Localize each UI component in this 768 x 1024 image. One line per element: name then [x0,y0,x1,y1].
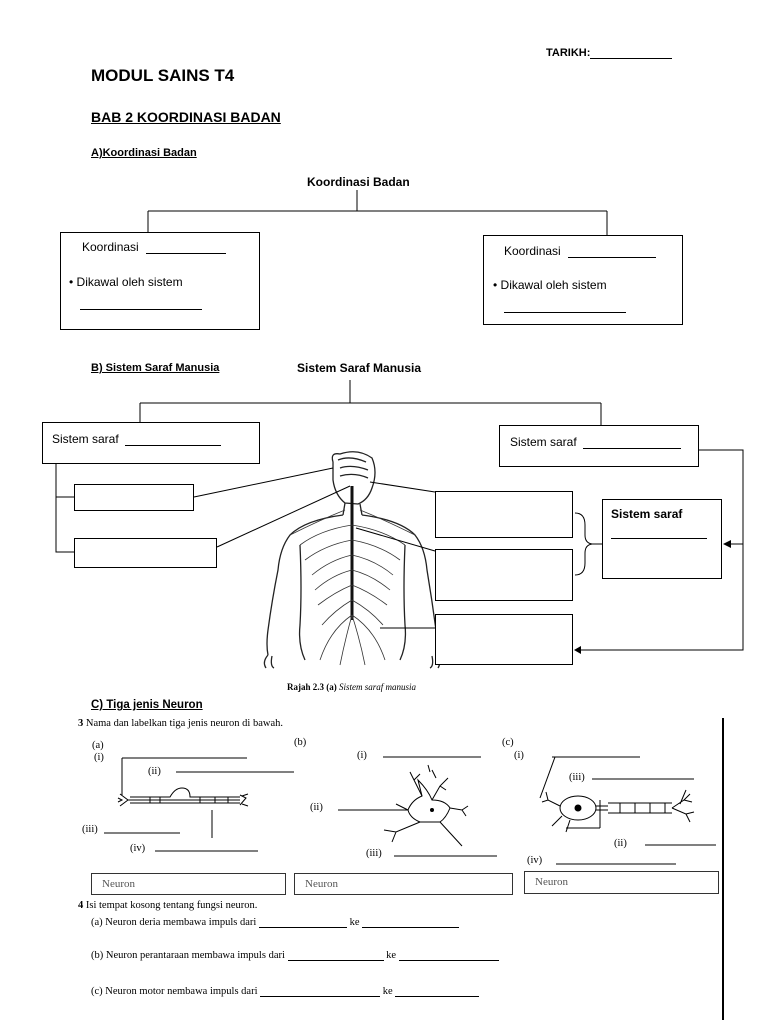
question-number: 3 [78,718,84,729]
question-text: Nama dan labelkan tiga jenis neuron di b… [85,718,283,729]
part-b-ii: (ii) [310,802,323,813]
section-c-heading: C) Tiga jenis Neuron [91,699,203,711]
question-4: 4 Isi tempat kosong tentang fungsi neuro… [78,900,257,911]
bracket-nervous-box: Sistem saraf [602,499,722,579]
q4-item-label: (c) [91,986,103,997]
part-b-i: (i) [357,750,367,761]
q4-to-blank[interactable] [398,960,499,961]
part-b-label: (b) [294,737,307,748]
q4-item-text: Neuron perantaraan membawa impuls dari [105,950,285,961]
figure-caption-text: Sistem saraf manusia [339,682,417,692]
nervous-system-blank[interactable] [583,448,682,449]
q4-item-label: (b) [91,950,104,961]
central-nervous-box: Sistem saraf [42,422,260,464]
brain-label-box[interactable] [74,484,194,511]
figure-caption-number: Rajah 2.3 (a) [287,682,337,692]
chapter-title: BAB 2 KOORDINASI BADAN [91,109,281,125]
question-number: 4 [78,900,84,911]
part-b-iii: (iii) [366,848,382,859]
neuron-answer-box-c[interactable]: Neuron [524,871,719,894]
nervous-system-blank[interactable] [125,445,222,446]
q4-item-text: Neuron motor nembawa impuls dari [105,986,258,997]
nervous-system-label: Sistem saraf [611,507,683,521]
q4-item-c: (c) Neuron motor nembawa impuls dari ke [91,986,480,997]
bullet-icon: • [69,275,74,289]
system-blank[interactable] [80,309,202,310]
q4-ke: ke [386,950,397,961]
q4-to-blank[interactable] [395,996,480,997]
q4-from-blank[interactable] [258,927,347,928]
part-a-iv: (iv) [130,843,146,854]
controlled-by-label: Dikawal oleh sistem [500,278,607,292]
q4-item-label: (a) [91,917,103,928]
module-title: MODUL SAINS T4 [91,66,235,85]
question-text: Isi tempat kosong tentang fungsi neuron. [85,900,258,911]
involuntary-coordination-box: Koordinasi • Dikawal oleh sistem [483,235,683,325]
q4-from-blank[interactable] [287,960,384,961]
coordination-blank[interactable] [146,253,227,254]
coordination-label: Koordinasi [504,244,561,258]
q4-item-a: (a) Neuron deria membawa impuls dari ke [91,917,460,928]
spinal-nerve-label-box[interactable] [435,549,573,601]
part-a-ii: (ii) [148,766,161,777]
section-a-diagram-title: Koordinasi Badan [307,175,410,189]
q4-ke: ke [349,917,360,928]
nervous-system-label: Sistem saraf [52,432,119,446]
q4-ke: ke [382,986,393,997]
date-field: TARIKH: [546,47,673,59]
q4-item-text: Neuron deria membawa impuls dari [105,917,257,928]
question-3: 3 Nama dan labelkan tiga jenis neuron di… [78,718,283,729]
neuron-answer-box-b[interactable]: Neuron [294,873,513,895]
part-a-i: (i) [94,752,104,763]
part-c-i: (i) [514,750,524,761]
coordination-blank[interactable] [568,257,657,258]
nervous-system-label: Sistem saraf [510,435,577,449]
part-c-ii: (ii) [614,838,627,849]
part-c-iv: (iv) [527,855,543,866]
bullet-icon: • [493,278,498,292]
cranial-nerve-label-box[interactable] [435,491,573,538]
controlled-by-label: Dikawal oleh sistem [76,275,183,289]
part-c-iii: (iii) [569,772,585,783]
coordination-label: Koordinasi [82,240,139,254]
voluntary-coordination-box: Koordinasi • Dikawal oleh sistem [60,232,260,330]
neuron-answer-box-a[interactable]: Neuron [91,873,286,895]
q4-from-blank[interactable] [260,996,381,997]
autonomic-label-box[interactable] [435,614,573,665]
part-a-iii: (iii) [82,824,98,835]
page-edge-line [722,718,724,1020]
part-a-label: (a) [92,740,104,751]
system-blank[interactable] [504,312,626,313]
peripheral-nervous-box: Sistem saraf [499,425,699,467]
q4-to-blank[interactable] [362,927,460,928]
date-label: TARIKH: [546,47,591,59]
nervous-system-blank[interactable] [611,538,707,539]
q4-item-b: (b) Neuron perantaraan membawa impuls da… [91,950,499,961]
section-b-heading: B) Sistem Saraf Manusia [91,362,220,374]
section-a-heading: A)Koordinasi Badan [91,147,197,159]
part-c-label: (c) [502,737,514,748]
date-blank[interactable] [590,58,673,59]
spinal-cord-label-box[interactable] [74,538,217,568]
figure-caption: Rajah 2.3 (a) Sistem saraf manusia [287,682,416,692]
section-b-diagram-title: Sistem Saraf Manusia [297,361,422,375]
